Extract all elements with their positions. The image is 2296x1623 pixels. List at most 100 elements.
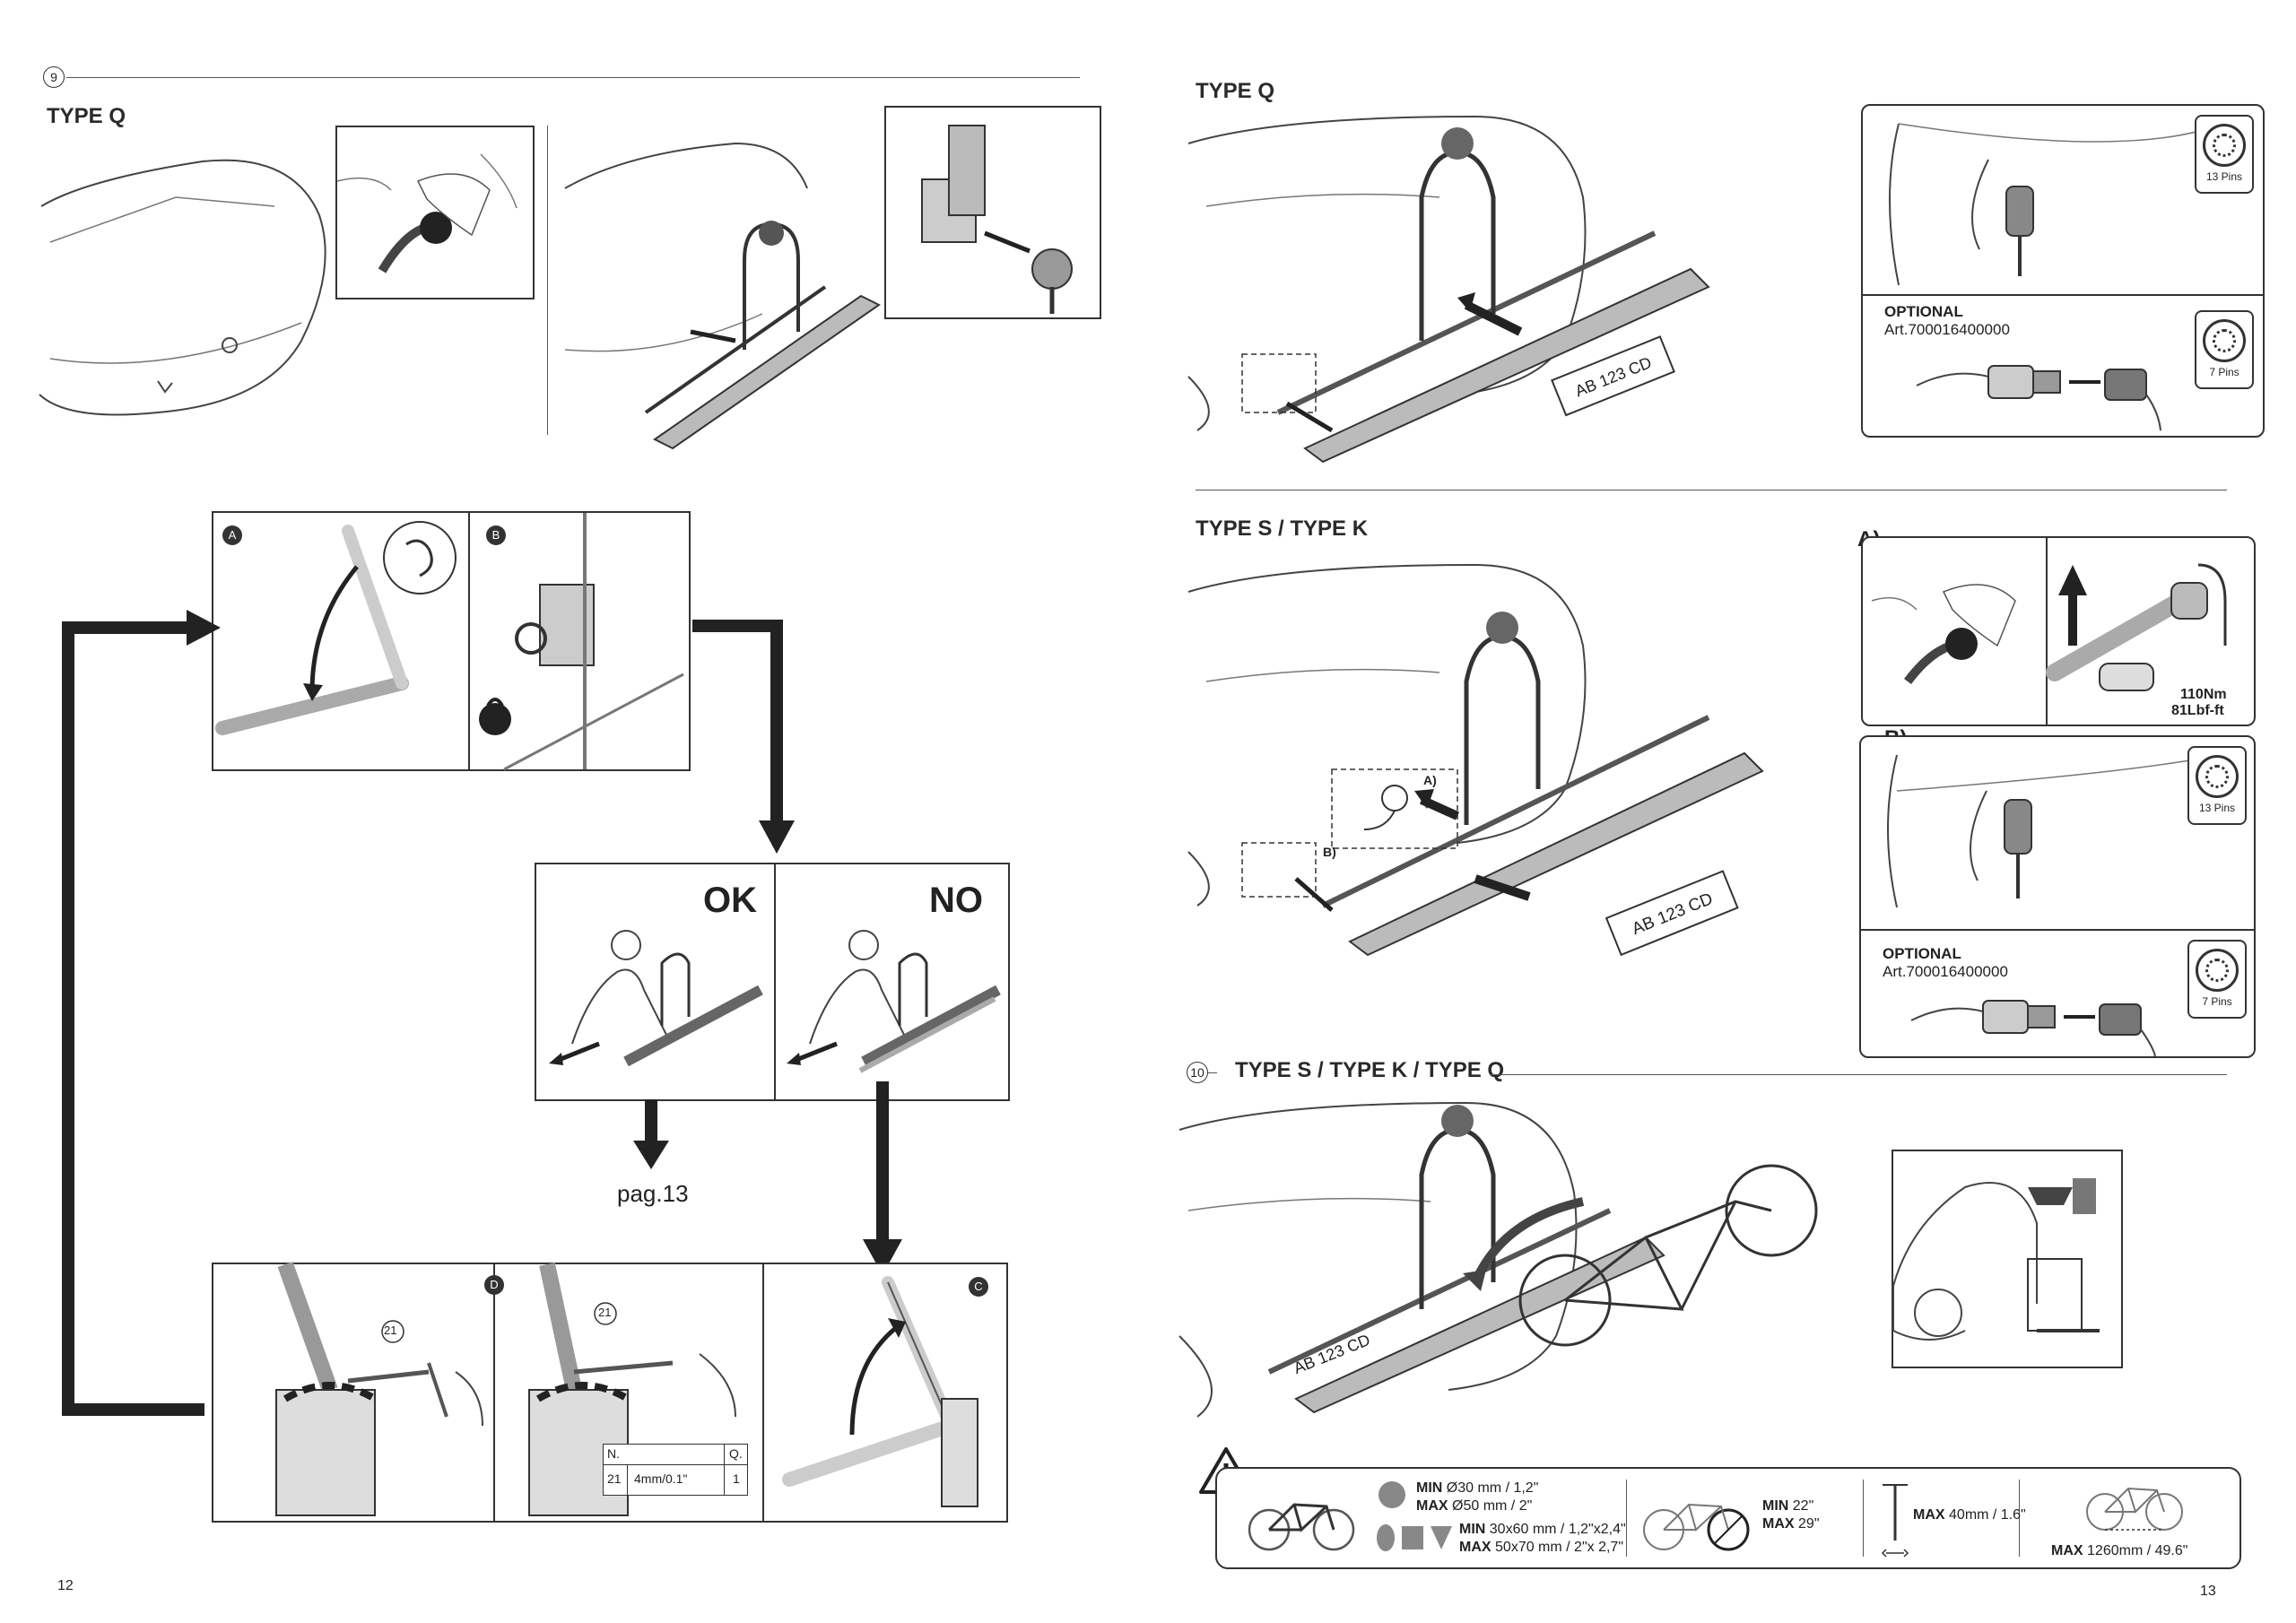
panel-c-badge: C: [969, 1277, 988, 1297]
detail-coupling-ball: [884, 106, 1101, 319]
step10-heading: TYPE S / TYPE K / TYPE Q: [1235, 1058, 1505, 1082]
panel-dc: D C 21 21 N. Q. 21 4mm/0.1" 1: [212, 1261, 1008, 1523]
specs-box: MIN Ø30 mm / 1,2" MAX Ø50 mm / 2" MIN 30…: [1215, 1467, 2241, 1569]
car-rear-illustration: [39, 159, 326, 416]
spec-max-round: Ø50 mm / 2": [1452, 1498, 1533, 1514]
plate-3: AB 123 CD: [1292, 1331, 1373, 1377]
pins-13-badge-2: 13 Pins: [2187, 746, 2247, 825]
box-a-wrench-drawing: [2046, 563, 2227, 691]
pins-7-badge-2: 7 Pins: [2187, 940, 2247, 1019]
panel-dc-divider-2: [762, 1264, 764, 1521]
tool-table-vline-2: [724, 1445, 725, 1495]
plug-7-icon: [2196, 949, 2239, 992]
ok-label: OK: [703, 881, 757, 920]
type-sk-heading: TYPE S / TYPE K: [1196, 516, 1369, 541]
panel-ok-no: OK NO: [535, 863, 1010, 1101]
left-page-number: 12: [57, 1578, 74, 1593]
no-label: NO: [929, 881, 983, 920]
panel-ok-no-divider: [774, 864, 776, 1099]
tool-table-row-n: 21: [607, 1471, 622, 1486]
left-page: 9 TYPE Q: [0, 0, 1144, 1623]
tool-table-vline-1: [627, 1464, 628, 1495]
arrow-to-next-page: [633, 1099, 669, 1169]
art-label-1: Art.700016400000: [1884, 321, 2010, 338]
round-tube-icon: [1378, 1481, 1405, 1508]
rack-mount-illustration: [564, 142, 881, 450]
panel-a-lever-drawing: [215, 521, 457, 735]
step10-number-badge: 10: [1187, 1062, 1208, 1083]
panel-d-badge: D: [484, 1275, 504, 1295]
optional-label-1: OPTIONAL: [1884, 303, 1963, 320]
step-number-badge: 9: [43, 66, 65, 88]
spec-max-round-prefix: MAX: [1416, 1498, 1448, 1514]
connector-plug-drawing: [1889, 123, 2222, 286]
wheelbase-icon: [2086, 1487, 2183, 1531]
pins-7-badge-1: 7 Pins: [2195, 310, 2254, 389]
torque-lbf: 81Lbf-ft: [2171, 703, 2224, 718]
tube-shapes-icon: [1377, 1524, 1452, 1551]
type-q-car-rack-illustration: [1187, 115, 1710, 464]
box-b-connector: 13 Pins OPTIONAL Art.700016400000 7 Pins: [1859, 735, 2256, 1058]
spec-min-round: Ø30 mm / 1,2": [1446, 1480, 1539, 1496]
page-divider-vertical: [547, 126, 548, 435]
tool-table-hline: [604, 1464, 747, 1465]
spec-round-tube: MIN Ø30 mm / 1,2" MAX Ø50 mm / 2": [1416, 1480, 1538, 1515]
spec-max-rect-prefix: MAX: [1459, 1540, 1492, 1555]
plate-2: AB 123 CD: [1605, 870, 1739, 957]
bike-wheel-size-icon: [1643, 1503, 1750, 1551]
bike-frame-icon: [1248, 1503, 1355, 1551]
tool-table-row-desc: 4mm/0.1": [634, 1471, 688, 1486]
tool-callout-1: 21: [384, 1324, 397, 1337]
pins-13-label-2: 13 Pins: [2198, 802, 2236, 814]
arrow-no-to-c: [863, 1081, 902, 1275]
adapter-drawing-2: [1910, 1000, 2156, 1057]
panel-a-badge: A: [222, 525, 242, 545]
type-q-heading-right: TYPE Q: [1196, 79, 1275, 103]
spec-min-rect-prefix: MIN: [1459, 1522, 1486, 1537]
tool-table: N. Q. 21 4mm/0.1" 1: [603, 1444, 748, 1496]
plug-13-icon: [2196, 755, 2239, 798]
next-page-reference: pag.13: [617, 1180, 689, 1207]
box-a-clean-ball-drawing: [1871, 584, 2016, 685]
spec-shaped-tube: MIN 30x60 mm / 1,2"x2,4" MAX 50x70 mm / …: [1459, 1521, 1626, 1557]
tyre-width-icon: [1881, 1484, 1909, 1558]
step10-rule-right: [1490, 1074, 2227, 1075]
panel-dc-divider-1: [493, 1264, 495, 1521]
plate-1: AB 123 CD: [1551, 335, 1675, 417]
connector-box-q-divider: [1863, 294, 2263, 296]
pins-13-label-1: 13 Pins: [2205, 170, 2243, 183]
callout-b: B): [1323, 845, 1336, 859]
tool-table-row-q: 1: [733, 1471, 740, 1486]
spec-max-wheelbase: 1260mm / 49.6": [2087, 1543, 2188, 1558]
spec-wheel: MIN 22" MAX 29": [1762, 1497, 1820, 1533]
spec-min-wheel-prefix: MIN: [1762, 1498, 1789, 1514]
step10-rule-left: [1208, 1072, 1217, 1073]
spec-max-wheelbase-prefix: MAX: [2051, 1543, 2083, 1558]
pins-7-label-2: 7 Pins: [2202, 995, 2232, 1008]
torque-nm: 110Nm: [2180, 687, 2227, 702]
specs-divider-1: [1626, 1480, 1627, 1557]
panel-c-lever-drawing: [782, 1276, 978, 1507]
load-side-view-drawing: [1892, 1178, 2100, 1341]
tool-table-header-q: Q.: [729, 1446, 743, 1461]
spec-max-tyre: 40mm / 1.6": [1949, 1507, 2026, 1523]
spec-max-rect: 50x70 mm / 2"x 2,7": [1495, 1540, 1623, 1555]
detail-clean-ball: [335, 126, 535, 299]
step10-loading-illustration: [1178, 1101, 1818, 1418]
box-a-torque: 110Nm 81Lbf-ft: [1861, 536, 2256, 726]
tool-table-header-n: N.: [607, 1446, 620, 1461]
step-header-rule: [66, 77, 1080, 78]
panel-d-tighten-drawing: [275, 1261, 483, 1516]
tool-callout-2: 21: [598, 1306, 612, 1319]
box-b-divider: [1861, 929, 2254, 931]
panel-b-badge: B: [486, 525, 506, 545]
spec-tyre: MAX 40mm / 1.6": [1913, 1506, 2026, 1524]
plug-13-icon: [2203, 124, 2246, 167]
right-page: TYPE Q AB 123 CD 13 Pins O: [1144, 0, 2296, 1623]
plug-7-icon: [2203, 319, 2246, 362]
spec-min-wheel: 22": [1792, 1498, 1814, 1514]
art-label-2: Art.700016400000: [1883, 963, 2008, 980]
panel-ab: A B: [212, 511, 691, 771]
type-sk-car-rack-illustration: [1187, 563, 1764, 957]
pins-7-label-1: 7 Pins: [2209, 366, 2239, 378]
